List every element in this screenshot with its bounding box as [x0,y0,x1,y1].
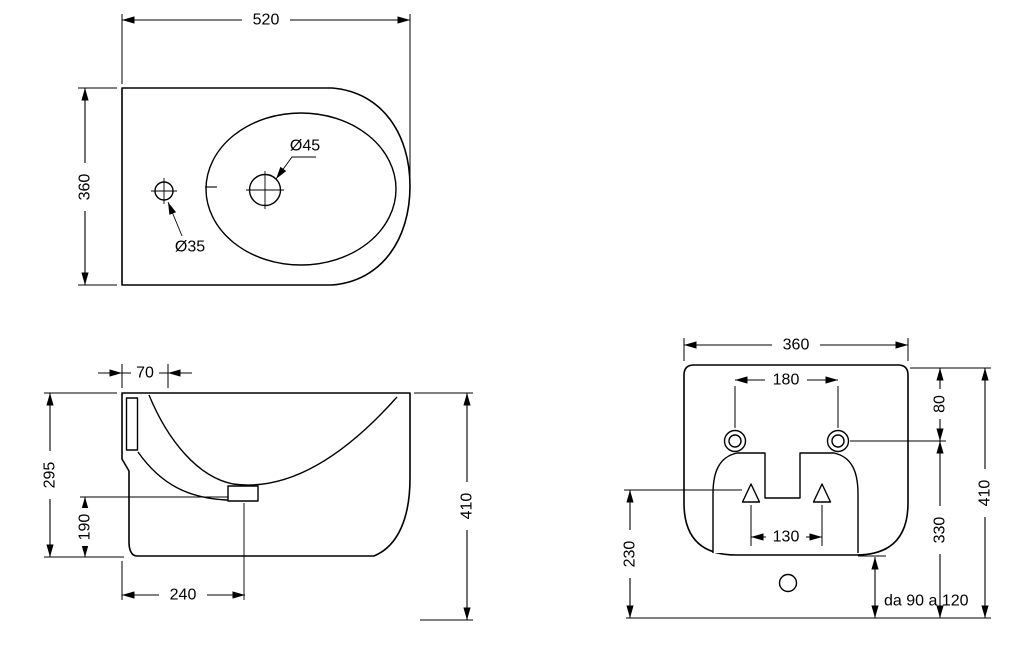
dim-total-height-410-rear: 410 [976,368,994,618]
basin-underside-curve [137,451,258,501]
dim-slot-70: 70 [98,364,192,388]
dim-total-height-label: 410 [459,493,476,520]
label-bg [131,364,159,382]
dim-drain-offset-label: 240 [170,587,197,604]
label-bg [766,528,806,546]
tap-hole-label: Ø35 [175,239,205,256]
dim-inlet-range: da 90 a 120 [858,555,969,618]
label-bg [765,371,807,389]
dim-inlet-range-label: da 90 a 120 [884,593,969,610]
dim-bolt-drop-80: 80 [931,368,949,441]
label-bg [76,163,94,211]
label-bg [931,389,949,419]
dim-fixing-spacing-130: 130 [750,505,823,546]
dim-drain-height-label: 190 [77,514,94,541]
leader-line [167,201,183,237]
label-bg [159,586,207,604]
mounting-hole-right-inner [831,434,845,448]
mounting-slot [125,397,139,451]
dim-rear-width-label: 360 [783,337,810,354]
callout-faucet-hole: Ø45 [275,138,320,180]
bidet-side-outline [121,392,411,557]
label-bg [772,336,820,354]
faucet-hole-label: Ø45 [290,138,320,155]
water-inlet-hole [778,573,798,593]
dim-width-520: 520 [121,11,411,180]
dim-fixing-height-label: 230 [622,541,639,568]
dim-height-295: 295 [41,392,124,558]
fixing-point-left-triangle [741,483,761,503]
dim-fixing-height-230: 230 [621,489,742,618]
label-bg [458,482,476,530]
dim-rear-width-360: 360 [683,336,909,361]
label-bg [931,506,949,554]
dim-bolt-spacing-label: 180 [773,372,800,389]
basin-ellipse [205,112,397,266]
side-view: 70 295 190 410 [41,364,476,621]
label-bg [976,469,994,517]
dim-drain-height-190: 190 [76,497,94,557]
dim-depth-label: 360 [77,174,94,201]
mounting-hole-left-inner [728,434,742,448]
dim-bolt-spacing-180: 180 [734,371,839,428]
label-bg [41,451,59,499]
callout-tap-hole: Ø35 [167,201,205,256]
label-bg [242,11,290,29]
rear-view: 360 180 80 330 [621,336,994,619]
dim-slot-label: 70 [136,365,154,382]
label-bg [621,530,639,578]
top-view: 520 360 Ø45 Ø35 [76,11,411,286]
fixing-point-right-triangle [812,483,832,503]
dim-lower-height-label: 330 [932,517,949,544]
drain-outlet [227,485,259,502]
dim-fixing-spacing-label: 130 [773,529,800,546]
dim-rim-to-bottom-label: 295 [42,462,59,489]
dim-width-label: 520 [253,12,280,29]
leader-line [275,156,316,180]
label-bg [76,508,94,546]
dim-total-height-410-side: 410 [414,392,476,621]
dim-drain-offset-240: 240 [121,561,245,604]
dim-depth-360: 360 [76,87,117,286]
dim-lower-height-330: 330 [931,441,949,618]
basin-section-curve [148,394,398,486]
dim-rear-total-height-label: 410 [977,480,994,507]
dim-bolt-drop-label: 80 [932,395,949,413]
